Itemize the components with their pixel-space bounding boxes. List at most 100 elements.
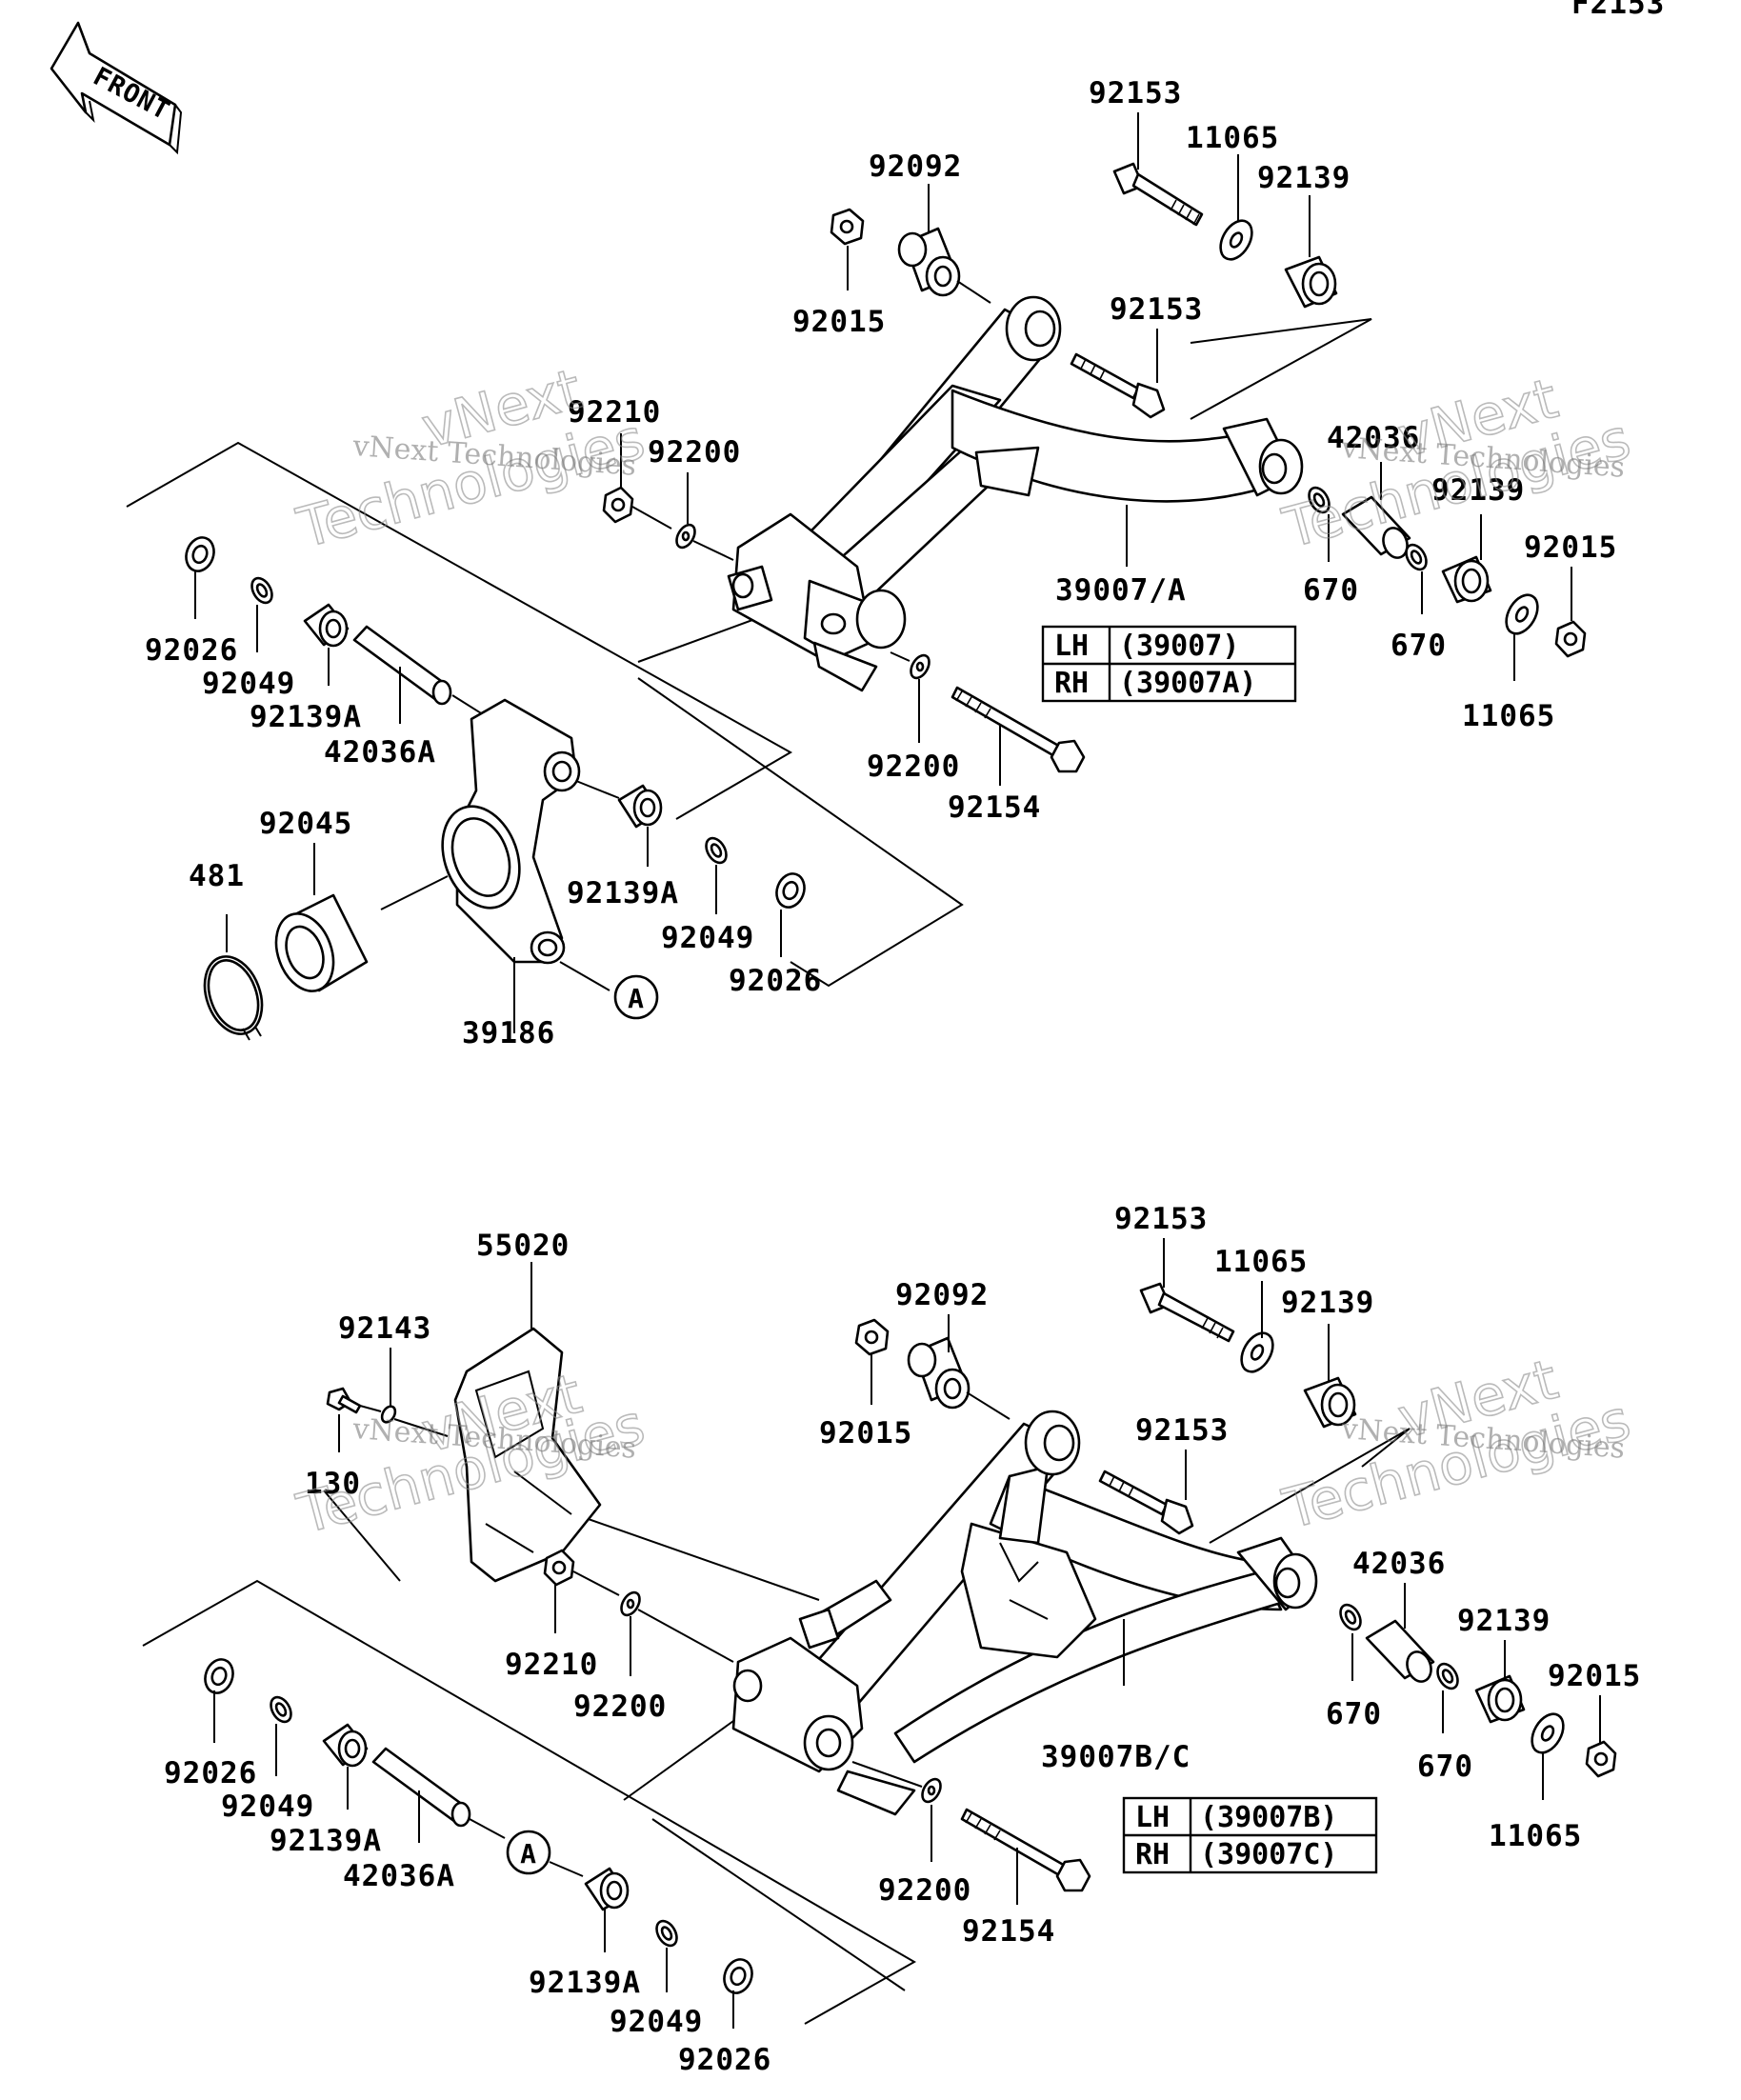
label-11065-lower: 11065 [1214, 1245, 1308, 1279]
label-92153: 92153 [1089, 76, 1182, 110]
label-92026b-lower: 92026 [678, 2043, 771, 2077]
label-130: 130 [305, 1467, 361, 1501]
label-92139: 92139 [1257, 161, 1351, 195]
ref-a-label: A [628, 983, 645, 1014]
bushing-92139-lower [1303, 1376, 1357, 1429]
label-42036A: 42036A [324, 735, 436, 770]
label-92210: 92210 [568, 395, 661, 430]
bolt-92153-lower-mid [1098, 1470, 1194, 1535]
nut-92210-lower [543, 1549, 575, 1587]
watermark-top-left: vNext Technologies vNext Technologies [290, 355, 651, 561]
washer-92200 [675, 523, 696, 550]
washer-11065-lower [1240, 1331, 1274, 1373]
label-92200b-lower: 92200 [878, 1873, 971, 1908]
label-11065: 11065 [1186, 121, 1279, 155]
label-92015-lower: 92015 [819, 1416, 912, 1450]
label-11065-right-lower: 11065 [1489, 1819, 1582, 1853]
label-92015: 92015 [792, 305, 886, 339]
label-92139-right-lower: 92139 [1457, 1604, 1551, 1638]
label-11065-right: 11065 [1462, 699, 1555, 733]
front-arrow-icon: FRONT [50, 21, 183, 155]
circlip-481 [203, 955, 264, 1041]
label-92015-right-lower: 92015 [1548, 1659, 1641, 1693]
label-92154: 92154 [948, 790, 1041, 825]
label-92049: 92049 [202, 667, 295, 701]
label-92143: 92143 [338, 1311, 431, 1346]
bolt-92154-lower [960, 1808, 1091, 1892]
label-92139-lower: 92139 [1281, 1286, 1374, 1320]
label-92026: 92026 [145, 633, 238, 668]
ref-a-circle-lower [506, 1830, 551, 1875]
label-92139-right: 92139 [1431, 473, 1525, 508]
label-92015-right: 92015 [1524, 530, 1617, 565]
label-92153-lower: 92153 [1114, 1202, 1208, 1236]
upper-assembly: A LH (39007) RH (39007A) 92153 11065 921… [126, 76, 1617, 1050]
label-55020: 55020 [476, 1229, 570, 1263]
label-92092: 92092 [869, 150, 962, 184]
collar-42036A [352, 625, 452, 706]
table-side-rh: RH [1054, 667, 1089, 700]
label-92026-lower: 92026 [164, 1756, 257, 1790]
label-92026b: 92026 [729, 964, 822, 998]
label-92049-lower: 92049 [221, 1790, 314, 1824]
table-part-rh-lower: (39007C) [1200, 1838, 1338, 1871]
label-92153-lower-mid: 92153 [1135, 1413, 1229, 1448]
label-39007: 39007/A [1055, 573, 1187, 608]
bushing-92139-right-lower [1474, 1674, 1526, 1724]
label-92154-lower: 92154 [962, 1914, 1055, 1949]
lower-assembly: A [142, 1202, 1641, 2077]
table-part-rh: (39007A) [1119, 667, 1257, 700]
label-92139A-right: 92139A [567, 876, 679, 910]
label-92049b: 92049 [661, 921, 754, 955]
label-670b: 670 [1391, 629, 1447, 663]
label-39186: 39186 [462, 1016, 555, 1050]
bolt-92153-mid [1070, 352, 1166, 419]
bushing-92139A-right-lower [584, 1867, 630, 1911]
label-92049b-lower: 92049 [610, 2005, 703, 2039]
collar-42036 [1341, 495, 1411, 559]
nut-92015-right [1554, 620, 1587, 658]
nut-92015-lower [854, 1318, 890, 1356]
bushing-92139A [303, 603, 350, 648]
nut-92015 [830, 208, 865, 246]
label-92200: 92200 [648, 435, 741, 470]
label-670-lower: 670 [1326, 1697, 1382, 1731]
a-arm-39007bc [731, 1410, 1318, 1816]
washer-11065 [1219, 219, 1253, 261]
label-92210-lower: 92210 [505, 1648, 598, 1682]
bushing-92139 [1284, 255, 1338, 309]
washer-11065-right-lower [1531, 1712, 1565, 1754]
label-670b-lower: 670 [1417, 1750, 1473, 1784]
bushing-92139A-right [617, 784, 663, 829]
nut-92210 [602, 486, 634, 524]
label-92092-lower: 92092 [895, 1278, 989, 1312]
label-42036-lower: 42036 [1352, 1547, 1446, 1581]
ref-a-label-lower: A [520, 1838, 537, 1870]
a-arm-39007 [727, 295, 1304, 692]
label-92139A-lower: 92139A [270, 1824, 382, 1858]
ref-a-circle [613, 974, 659, 1020]
washer-11065-right [1505, 593, 1539, 635]
nut-92015-right-lower [1585, 1740, 1617, 1778]
table-side-lh: LH [1054, 630, 1089, 663]
label-92200-lower: 92200 [573, 1690, 667, 1724]
label-92200b: 92200 [867, 750, 960, 784]
bolt-92154 [951, 686, 1086, 773]
bolt-130 [326, 1387, 362, 1414]
label-481: 481 [189, 859, 245, 893]
bushing-92139A-lower [322, 1723, 369, 1768]
table-side-lh-lower: LH [1135, 1801, 1170, 1834]
watermark-bottom-right: vNext Technologies vNext Technologies [1275, 1346, 1637, 1542]
bearing-92045 [274, 893, 369, 992]
label-92045: 92045 [259, 807, 352, 841]
bushing-92139-right [1441, 555, 1492, 604]
knuckle-39186 [441, 698, 581, 965]
lh-rh-table-upper: LH (39007) RH (39007A) [1041, 625, 1297, 703]
bolt-92153 [1112, 162, 1204, 227]
diagram-code: F2153 [1571, 0, 1665, 21]
lh-rh-table-lower: LH (39007B) RH (39007C) [1122, 1796, 1378, 1874]
label-39007bc: 39007B/C [1041, 1740, 1191, 1774]
label-92153-mid: 92153 [1110, 292, 1203, 327]
table-part-lh: (39007) [1119, 630, 1239, 663]
